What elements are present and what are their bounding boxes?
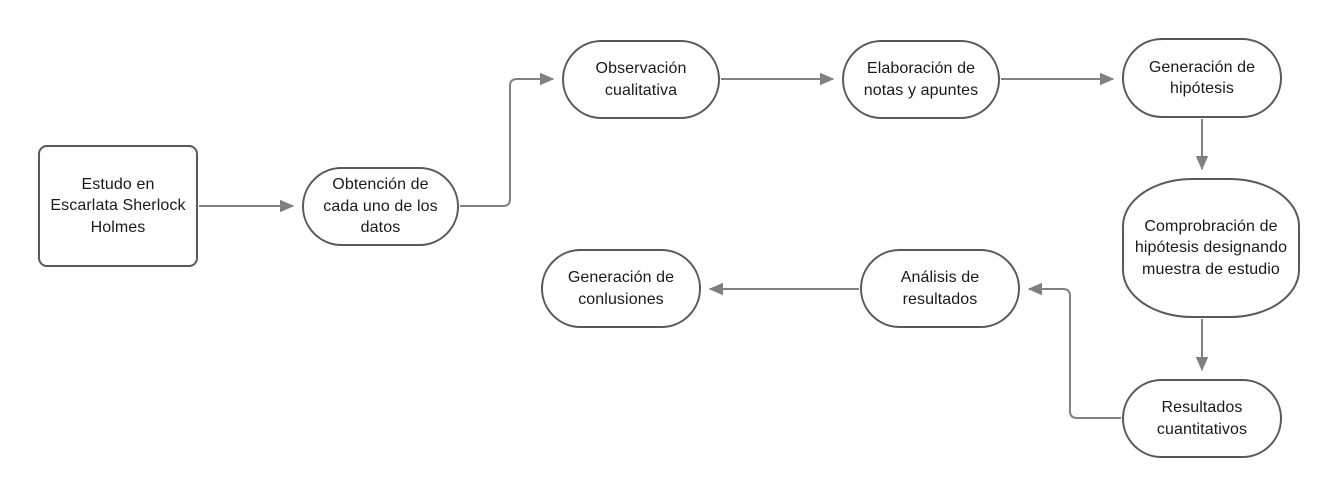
node-label-generacion-hipotesis: Generación de hipótesis bbox=[1148, 58, 1256, 97]
node-label-analisis: Análisis de resultados bbox=[900, 269, 980, 308]
node-label-observacion: Observación cualitativa bbox=[595, 60, 687, 99]
node-observacion[interactable]: Observación cualitativa bbox=[562, 40, 720, 119]
node-comprobracion[interactable]: Comprobración de hipótesis designando mu… bbox=[1122, 178, 1300, 318]
node-obtencion[interactable]: Obtención de cada uno de los datos bbox=[302, 167, 459, 246]
node-estudio[interactable]: Estudo en Escarlata Sherlock Holmes bbox=[38, 145, 198, 267]
node-generacion-hipotesis[interactable]: Generación de hipótesis bbox=[1122, 38, 1282, 118]
node-label-estudio: Estudo en Escarlata Sherlock Holmes bbox=[50, 175, 186, 236]
edges-group bbox=[199, 72, 1209, 419]
node-label-elaboracion: Elaboración de notas y apuntes bbox=[863, 60, 979, 99]
node-label-comprobracion: Comprobración de hipótesis designando mu… bbox=[1134, 217, 1288, 278]
node-elaboracion[interactable]: Elaboración de notas y apuntes bbox=[842, 40, 1000, 119]
edge-obtencion-to-observacion bbox=[460, 72, 555, 207]
edge-resultados-to-analisis bbox=[1027, 282, 1121, 419]
node-analisis[interactable]: Análisis de resultados bbox=[860, 249, 1020, 328]
node-resultados[interactable]: Resultados cuantitativos bbox=[1122, 379, 1282, 458]
node-conclusiones[interactable]: Generación de conlusiones bbox=[541, 249, 701, 328]
node-label-conclusiones: Generación de conlusiones bbox=[567, 269, 675, 308]
node-label-resultados: Resultados cuantitativos bbox=[1156, 399, 1248, 438]
node-label-obtencion: Obtención de cada uno de los datos bbox=[323, 176, 438, 237]
